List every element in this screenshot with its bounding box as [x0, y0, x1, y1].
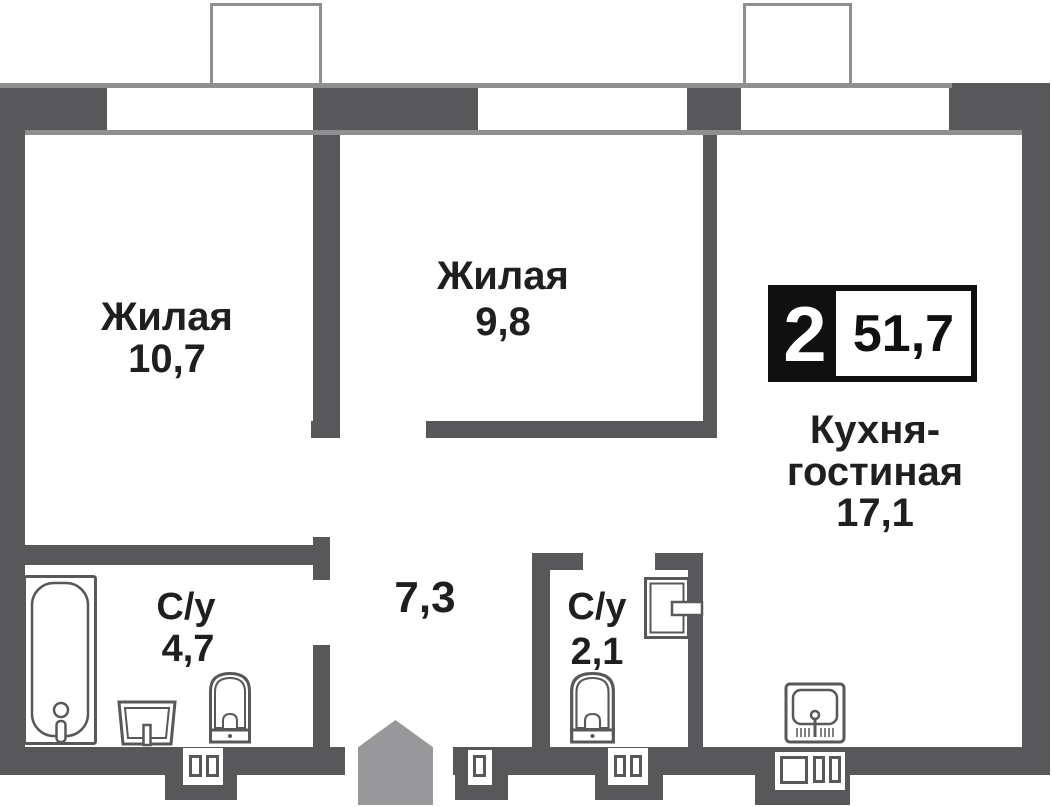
wall: [532, 553, 550, 747]
room-area-kitchen: 17,1: [836, 491, 914, 535]
wall: [313, 135, 340, 423]
wall: [1022, 83, 1050, 775]
room-area-bath-2: 2,1: [570, 631, 624, 673]
entry-door-icon: [358, 720, 433, 805]
vent-cell: [630, 755, 642, 777]
wall: [687, 83, 741, 135]
room-area-hallway: 7,3: [394, 573, 456, 622]
wall: [453, 747, 1050, 775]
vent-cell: [614, 755, 626, 777]
room-label-kitchen-2: гостиная: [786, 450, 964, 494]
room-label-bath-1: С/у: [156, 586, 216, 628]
wall: [532, 553, 583, 570]
washbasin-icon: [117, 700, 177, 747]
vent-cell: [813, 756, 825, 783]
wall: [313, 83, 478, 135]
wall: [311, 421, 340, 438]
balcony-outline-icon: [210, 3, 322, 87]
bathtub-icon: [23, 575, 97, 745]
room-label-kitchen-1: Кухня-: [809, 408, 941, 452]
room-area-bath-1: 4,7: [161, 628, 215, 670]
wall: [313, 645, 330, 747]
kitchen-sink-icon: [784, 682, 846, 744]
wall-basin-icon: [644, 577, 704, 639]
wall: [655, 553, 703, 570]
vent-cell: [206, 755, 219, 777]
badge-room-count: 2: [774, 291, 836, 376]
wall: [313, 537, 330, 580]
vent-cell: [829, 756, 841, 783]
room-label-living-2: Жилая: [437, 254, 569, 298]
toilet-icon: [209, 671, 251, 744]
wall: [25, 545, 330, 565]
wall: [0, 747, 345, 775]
apartment-badge: 2 51,7: [768, 285, 977, 382]
vent-cell: [189, 755, 202, 777]
room-label-living-1: Жилая: [101, 295, 233, 339]
wall: [426, 421, 717, 438]
vent-cell: [473, 755, 486, 777]
wall: [703, 135, 717, 438]
window-line: [25, 130, 1022, 135]
balcony-outline-icon: [743, 3, 852, 87]
wall: [0, 83, 25, 775]
room-area-living-2: 9,8: [475, 300, 531, 344]
room-label-bath-2: С/у: [567, 586, 627, 628]
vent-cell: [780, 756, 808, 784]
toilet-icon: [570, 671, 615, 744]
badge-total-area: 51,7: [852, 304, 955, 363]
room-area-living-1: 10,7: [128, 337, 206, 381]
window-line: [0, 83, 952, 88]
